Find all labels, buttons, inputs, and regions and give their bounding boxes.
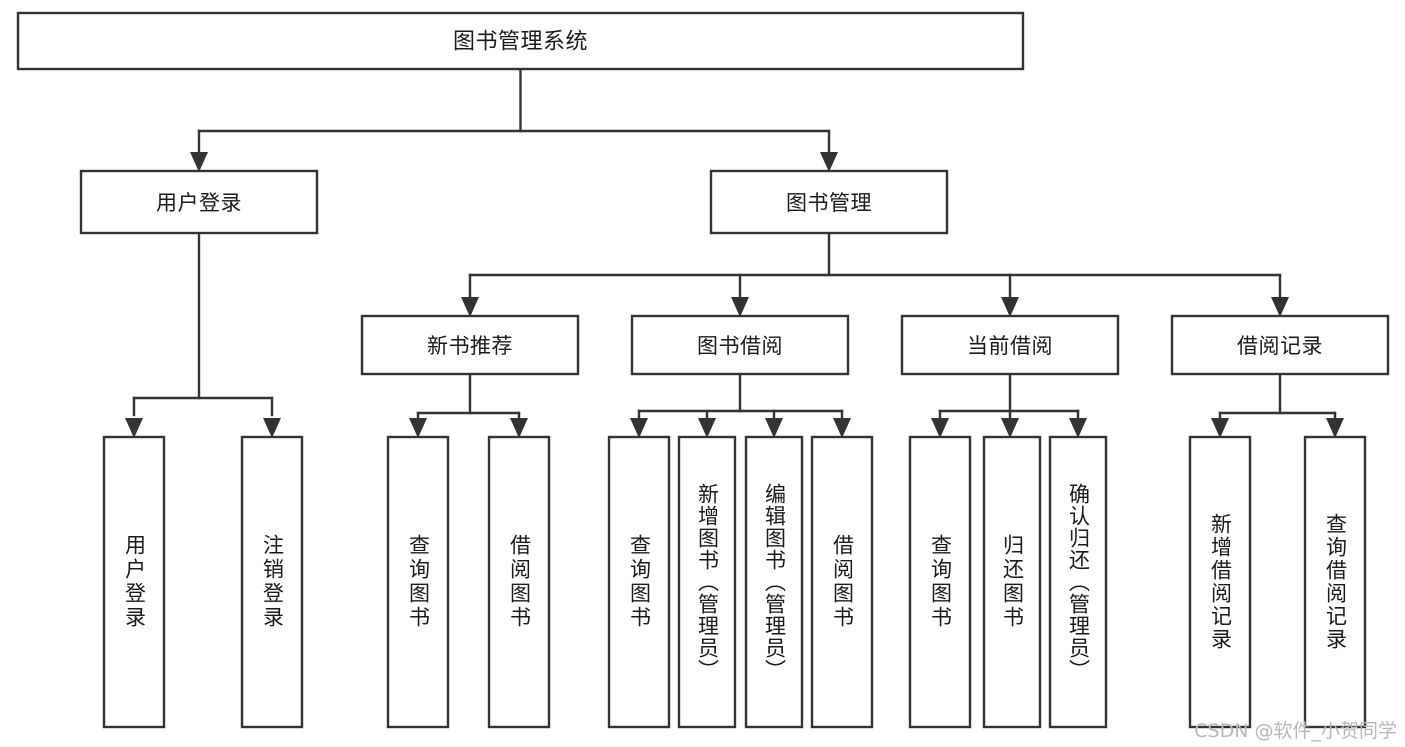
node-box-leaf-logout[interactable] (240, 435, 304, 729)
arrow-to-book-manage (820, 152, 838, 172)
node-label-user-login: 用户登录 (156, 191, 242, 215)
connector-group-userlogin-to-leaves (125, 231, 281, 438)
arrow-to-leaf-add-book-admin (698, 418, 716, 438)
node-box-leaf-add-borrow-record[interactable] (1188, 435, 1252, 729)
node-box-leaf-query-book-borrow[interactable] (607, 435, 671, 729)
node-label-book-manage: 图书管理 (786, 191, 872, 215)
arrow-to-leaf-query-book-borrow (630, 418, 648, 438)
node-label-new-book-recommend: 新书推荐 (427, 334, 513, 358)
arrow-to-leaf-user-login (125, 418, 143, 438)
node-label-current-borrow: 当前借阅 (967, 334, 1053, 358)
node-box-book-borrow[interactable] (630, 314, 850, 376)
arrow-to-leaf-borrow-book-borrow (833, 418, 851, 438)
connector-group-currentborrow-to-leaves (931, 372, 1087, 438)
arrow-to-borrow-record (1271, 297, 1289, 317)
arrow-to-book-borrow (731, 297, 749, 317)
node-box-leaf-confirm-return-admin[interactable] (1048, 435, 1108, 729)
node-box-leaf-query-borrow-record[interactable] (1303, 435, 1367, 729)
node-box-current-borrow[interactable] (900, 314, 1120, 376)
node-box-book-manage[interactable] (709, 169, 949, 235)
node-box-leaf-return-book[interactable] (982, 435, 1042, 729)
node-box-leaf-edit-book-admin[interactable] (744, 435, 804, 729)
arrow-to-leaf-query-book-rec (409, 418, 427, 438)
node-box-user-login[interactable] (79, 169, 319, 235)
connector-group-newbook-to-leaves (409, 372, 528, 438)
node-box-borrow-record[interactable] (1170, 314, 1390, 376)
node-box-leaf-borrow-book-borrow[interactable] (810, 435, 874, 729)
arrow-to-leaf-query-borrow-record (1326, 418, 1344, 438)
node-box-leaf-query-book-rec[interactable] (386, 435, 450, 729)
arrow-to-user-login (190, 152, 208, 172)
node-box-leaf-add-book-admin[interactable] (677, 435, 737, 729)
connector-group-bookborrow-to-leaves (630, 372, 851, 438)
arrow-to-leaf-edit-book-admin (765, 418, 783, 438)
node-box-root[interactable] (16, 11, 1025, 71)
connector-group-bookmanage-to-level3 (461, 231, 1289, 317)
arrow-to-leaf-query-book-current (931, 418, 949, 438)
node-box-leaf-query-book-current[interactable] (908, 435, 972, 729)
arrow-to-current-borrow (1001, 297, 1019, 317)
connector-group-borrowrecord-to-leaves (1211, 372, 1344, 438)
arrow-to-leaf-logout (263, 418, 281, 438)
arrow-to-leaf-confirm-return-admin (1069, 418, 1087, 438)
node-box-leaf-user-login[interactable] (102, 435, 166, 729)
node-label-root: 图书管理系统 (453, 30, 588, 55)
csdn-watermark: CSDN @软件_小贺同学 (1194, 720, 1397, 742)
node-box-new-book-recommend[interactable] (360, 314, 580, 376)
arrow-to-leaf-return-book (1001, 418, 1019, 438)
arrow-to-new-book-recommend (461, 297, 479, 317)
node-label-book-borrow: 图书借阅 (697, 334, 783, 358)
arrow-to-leaf-borrow-book-rec (510, 418, 528, 438)
node-box-leaf-borrow-book-rec[interactable] (487, 435, 551, 729)
arrow-to-leaf-add-borrow-record (1211, 418, 1229, 438)
connector-group-root-to-level2 (190, 67, 838, 172)
node-label-borrow-record: 借阅记录 (1237, 334, 1323, 358)
